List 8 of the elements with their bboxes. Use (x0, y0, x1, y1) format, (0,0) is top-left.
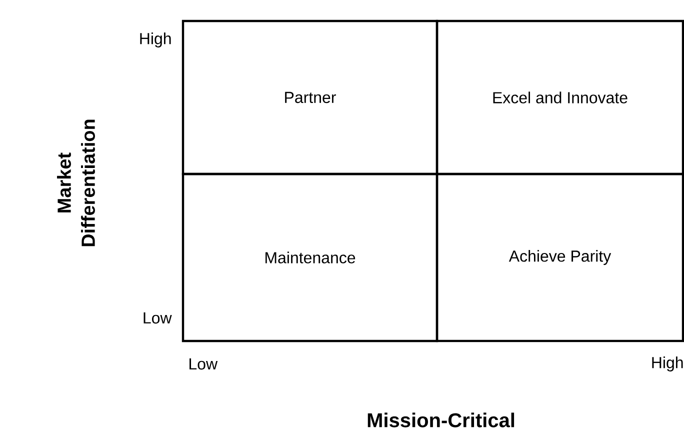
quadrant-cell: Excel and Innovate (436, 20, 684, 176)
quadrant-cell: Achieve Parity (436, 172, 684, 342)
axis-title: Mission-Critical (368, 412, 514, 428)
axis-label: High (652, 356, 683, 372)
axis-title: Market Differentiation (57, 120, 95, 246)
quadrant-cell: Partner (182, 20, 438, 176)
quadrant-cell: Maintenance (182, 172, 438, 342)
axis-label: Low (190, 358, 218, 370)
